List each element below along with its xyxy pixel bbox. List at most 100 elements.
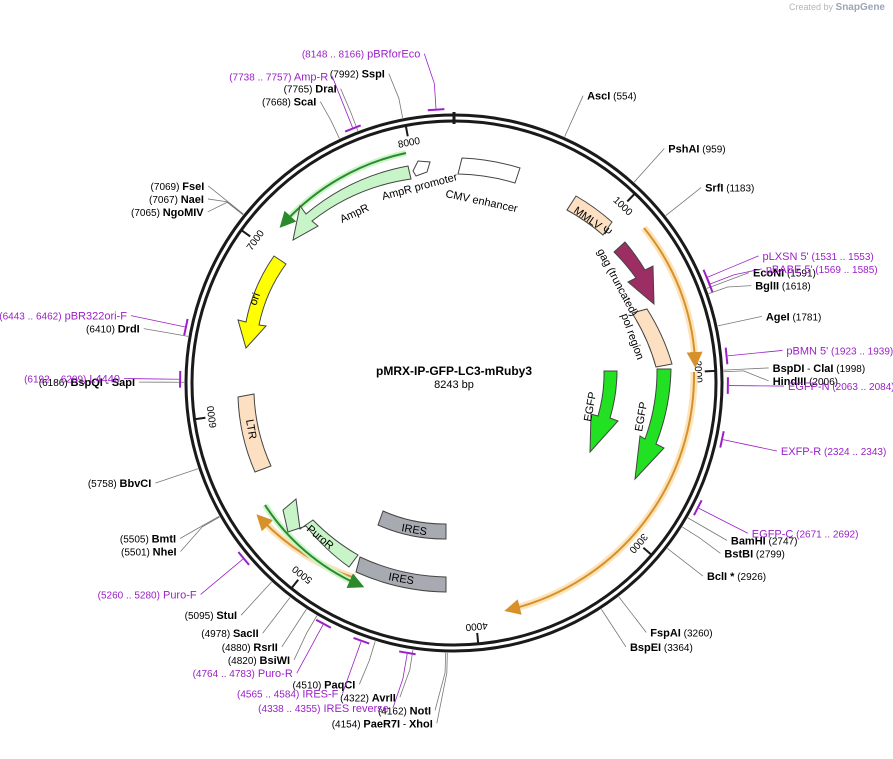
primer-name: EGFP-N: [788, 381, 830, 393]
feature-cmv-enhancer: [457, 157, 521, 184]
primer-leader: [342, 641, 362, 694]
site-pos: (554): [610, 92, 636, 103]
primer-range: (4565 .. 4584): [237, 690, 299, 701]
orf-arc-puro-green-line: [264, 504, 365, 589]
site-sep: -: [400, 719, 409, 730]
primer-label: (6443 .. 6462) pBR322ori-F: [0, 311, 127, 323]
restriction-site-label: (5501) NheI: [121, 546, 177, 558]
site-leader: [179, 515, 220, 539]
site-leader: [208, 185, 244, 215]
primer-label: pBABE 5' (1569 .. 1585): [766, 264, 878, 276]
site-name: NheI: [153, 546, 177, 558]
primer-mark: [353, 636, 370, 645]
primer-name: pBR322ori-F: [62, 311, 128, 323]
primer-name: pLXSN 5': [763, 251, 809, 263]
site-leader: [143, 328, 189, 337]
primer-range: (1531 .. 1553): [809, 252, 874, 263]
site-pos: (1591): [784, 269, 816, 280]
site-pos: (4820): [228, 656, 260, 667]
primer-name: pBMN 5': [786, 345, 828, 357]
tick-mark: [476, 632, 480, 644]
site-name: SacII: [233, 628, 259, 640]
site-name: BamHI: [731, 535, 766, 547]
restriction-site-label: (7765) DraI: [284, 84, 337, 96]
tick-label: 5000: [290, 563, 315, 586]
site-name: StuI: [216, 610, 237, 622]
primer-name: EXFP-R: [781, 446, 821, 458]
site-pos: (7065): [131, 208, 163, 219]
site-pos: (5758): [88, 479, 120, 490]
snapgene-logo-text: SnapGene: [835, 2, 885, 13]
site-name2: ClaI: [813, 363, 833, 375]
primer-label: EGFP-C (2671 .. 2692): [752, 528, 859, 540]
primer-label: (8148 .. 8166) pBRforEco: [302, 49, 421, 61]
feature-ampr: [292, 165, 412, 241]
primer-mark: [693, 499, 703, 516]
site-name: AscI: [587, 91, 610, 103]
site-name: BclI *: [707, 571, 735, 583]
primer-leader: [707, 255, 759, 278]
feature-ires-upper: [377, 510, 447, 540]
site-name: AvrII: [372, 692, 396, 704]
site-leader: [665, 187, 702, 216]
primer-label: EGFP-N (2063 .. 2084): [788, 381, 893, 393]
site-pos: (4162): [378, 706, 410, 717]
feature-puror: [282, 498, 359, 568]
site-leader: [340, 88, 359, 131]
restriction-site-label: (5758) BbvCI: [88, 478, 151, 490]
restriction-site-label: AgeI (1781): [766, 311, 822, 323]
label-ori: ori: [248, 291, 263, 307]
label-ires-upper: IRES: [400, 522, 427, 538]
label-ltr: LTR: [243, 418, 258, 440]
label-egfp-inner: EGFP: [582, 391, 599, 423]
primer-range: (8148 .. 8166): [302, 50, 364, 61]
restriction-site-label: (4162) NotI: [378, 705, 431, 717]
primer-mark: [398, 650, 416, 656]
site-name: BspDI: [773, 363, 805, 375]
site-name: NotI: [410, 705, 431, 717]
label-cmv-enhancer: CMV enhancer: [444, 188, 519, 215]
primer-range: (2063 .. 2084): [830, 382, 893, 393]
site-leader: [667, 548, 704, 577]
restriction-site-label: (7067) NaeI: [149, 194, 204, 206]
site-name: PaeR7I: [363, 718, 400, 730]
primer-range: (2671 .. 2692): [793, 529, 858, 540]
site-name: AgeI: [766, 311, 790, 323]
primer-leader: [728, 385, 784, 387]
primer-mark: [724, 347, 729, 365]
site-name: DraI: [315, 84, 336, 96]
site-pos: (1183): [723, 184, 754, 195]
restriction-site-label: (7065) NgoMIV: [131, 207, 204, 219]
site-name: NgoMIV: [163, 207, 205, 219]
primer-range: (1569 .. 1585): [813, 265, 878, 276]
site-pos: (1781): [790, 312, 822, 323]
primer-leader: [423, 53, 437, 109]
site-pos: (1998): [833, 364, 865, 375]
primer-leader: [200, 558, 244, 595]
primer-range: (6192 .. 6209): [24, 375, 86, 386]
site-pos: (2006): [806, 377, 838, 388]
feature-egfp-outer: [634, 368, 672, 481]
site-name: PaqCI: [324, 679, 355, 691]
site-pos: (4978): [201, 629, 233, 640]
restriction-site-label: HindIII (2006): [773, 376, 838, 388]
tick-mark: [626, 192, 636, 203]
site-pos: (1618): [779, 282, 811, 293]
restriction-site-label: BamHI (2747): [731, 535, 798, 547]
primer-mark: [705, 276, 714, 293]
site-sep: -: [804, 364, 813, 375]
primer-label: (4764 .. 4783) Puro-R: [193, 668, 293, 680]
restriction-site-label: (6410) DrdI: [86, 324, 140, 336]
primer-mark: [719, 431, 725, 448]
primer-name: Puro-R: [255, 668, 293, 680]
feature-ires-lower: [355, 556, 447, 593]
tick-mark: [290, 579, 299, 590]
primer-mark: [237, 551, 250, 566]
primer-sites: (8148 .. 8166) pBRforEco pLXSN 5' (1531 .…: [0, 49, 893, 715]
primer-name: IRES reverse: [320, 703, 388, 715]
primer-name: Puro-F: [160, 589, 197, 601]
primer-label: (4565 .. 4584) IRES-F: [237, 689, 339, 701]
site-leader: [293, 615, 318, 660]
site-pos: (7067): [149, 195, 181, 206]
tick-label: 8000: [397, 136, 421, 151]
